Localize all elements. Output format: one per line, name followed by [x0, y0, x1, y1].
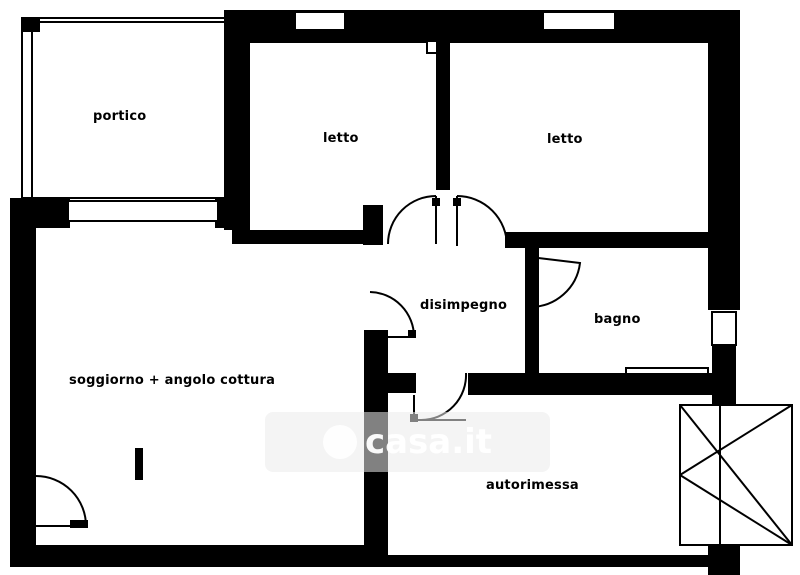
windows — [67, 11, 737, 375]
house-logo-icon — [322, 425, 357, 459]
watermark-text: casa.it — [364, 422, 493, 462]
casa-it-watermark: casa.it — [265, 412, 550, 472]
room-label-disimpegno: disimpegno — [420, 298, 508, 313]
door-handles — [70, 198, 461, 528]
room-label-bagno: bagno — [594, 312, 641, 327]
portico-corner-post — [22, 18, 40, 32]
door-swings — [35, 195, 582, 527]
exterior-walls — [10, 10, 740, 575]
room-label-letto-left: letto — [323, 131, 359, 146]
room-label-soggiorno: soggiorno + angolo cottura — [69, 373, 276, 388]
room-label-letto-right: letto — [547, 132, 583, 147]
room-label-autorimessa: autorimessa — [486, 478, 579, 493]
interior-walls — [135, 40, 715, 560]
portico-outline — [21, 17, 227, 199]
stair-opening — [679, 404, 793, 546]
wall-niche — [426, 40, 438, 54]
room-label-portico: portico — [93, 109, 147, 124]
